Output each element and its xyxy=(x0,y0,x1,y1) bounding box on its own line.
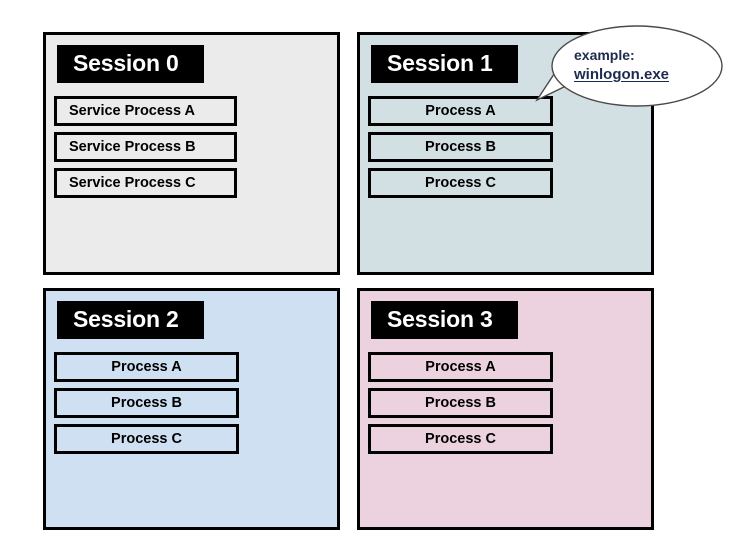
callout-line-2: winlogon.exe xyxy=(574,66,670,83)
process-box[interactable]: Process B xyxy=(368,132,553,162)
callout-text: example: winlogon.exe xyxy=(574,46,714,84)
session-title-1: Session 1 xyxy=(371,45,518,83)
process-box[interactable]: Service Process B xyxy=(54,132,237,162)
process-box[interactable]: Process C xyxy=(54,424,239,454)
session-title-3: Session 3 xyxy=(371,301,518,339)
process-list-0: Service Process A Service Process B Serv… xyxy=(54,96,237,198)
callout-bubble-shape xyxy=(535,25,723,107)
process-box[interactable]: Process C xyxy=(368,424,553,454)
callout-bubble[interactable]: example: winlogon.exe xyxy=(528,22,724,117)
process-box[interactable]: Process B xyxy=(368,388,553,418)
process-box[interactable]: Service Process C xyxy=(54,168,237,198)
session-panel-2[interactable]: Session 2 Process A Process B Process C xyxy=(43,288,340,530)
process-list-1: Process A Process B Process C xyxy=(368,96,553,198)
process-box[interactable]: Process C xyxy=(368,168,553,198)
process-box[interactable]: Service Process A xyxy=(54,96,237,126)
process-box[interactable]: Process A xyxy=(368,352,553,382)
callout-ellipse xyxy=(551,25,723,107)
process-box[interactable]: Process A xyxy=(54,352,239,382)
process-list-3: Process A Process B Process C xyxy=(368,352,553,454)
callout-line-1: example: xyxy=(574,47,635,63)
process-list-2: Process A Process B Process C xyxy=(54,352,239,454)
session-title-2: Session 2 xyxy=(57,301,204,339)
process-box[interactable]: Process B xyxy=(54,388,239,418)
process-box[interactable]: Process A xyxy=(368,96,553,126)
session-panel-3[interactable]: Session 3 Process A Process B Process C xyxy=(357,288,654,530)
session-panel-0[interactable]: Session 0 Service Process A Service Proc… xyxy=(43,32,340,275)
session-title-0: Session 0 xyxy=(57,45,204,83)
